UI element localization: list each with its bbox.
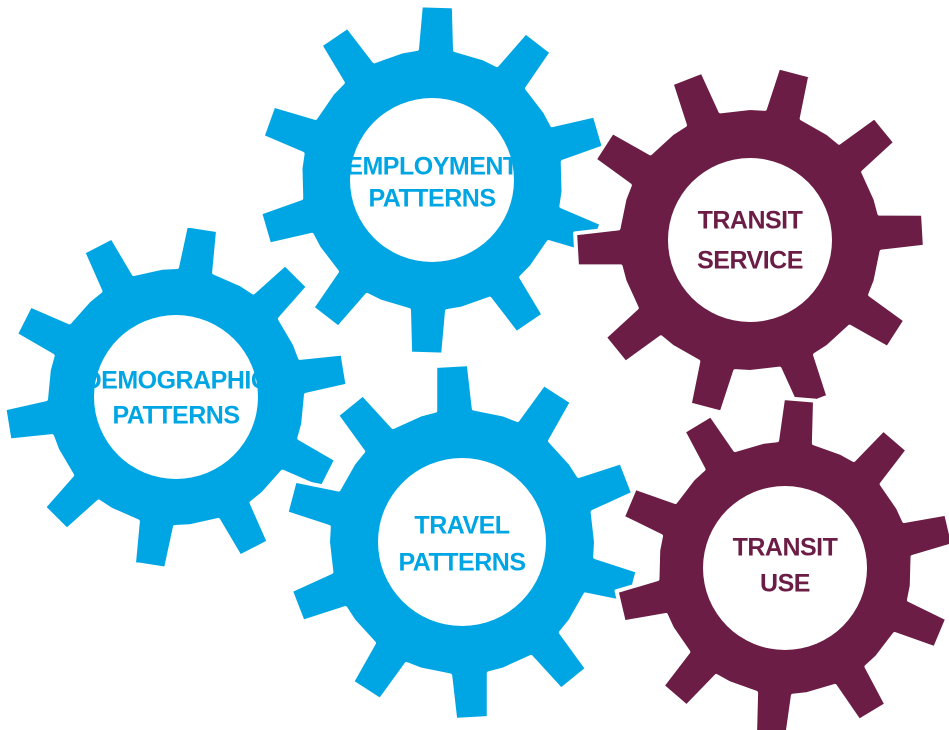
gear-employment-patterns-hub — [350, 98, 514, 262]
gear-transit-service-hub — [668, 158, 832, 322]
gear-transit-use-label-line-2: USE — [760, 570, 810, 598]
gear-demographic-patterns-hub — [94, 315, 258, 479]
gear-transit-use-hub — [703, 486, 867, 650]
gear-transit-service-label-line-2: SERVICE — [697, 247, 803, 275]
gear-demographic-patterns-label-line-2: PATTERNS — [112, 402, 239, 430]
gear-transit-service: TRANSIT SERVICE — [573, 65, 927, 415]
gear-travel-patterns-label-line-2: PATTERNS — [398, 549, 525, 577]
gear-transit-use-label-line-1: TRANSIT — [733, 534, 838, 562]
gear-travel-patterns: TRAVEL PATTERNS — [284, 362, 640, 722]
gear-employment-patterns-label-line-1: EMPLOYMENT — [346, 153, 518, 181]
gear-demographic-patterns: DEMOGRAPHIC PATTERNS — [2, 223, 350, 571]
gear-transit-service-label-line-1: TRANSIT — [698, 207, 803, 235]
gear-transit-use: TRANSIT USE — [614, 396, 949, 730]
gear-employment-patterns-label-line-2: PATTERNS — [368, 185, 495, 213]
gear-demographic-patterns-label-line-1: DEMOGRAPHIC — [84, 367, 269, 395]
gear-travel-patterns-label-line-1: TRAVEL — [414, 512, 509, 540]
gear-travel-patterns-hub — [378, 458, 546, 626]
gear-employment-patterns: EMPLOYMENT PATTERNS — [258, 3, 606, 357]
